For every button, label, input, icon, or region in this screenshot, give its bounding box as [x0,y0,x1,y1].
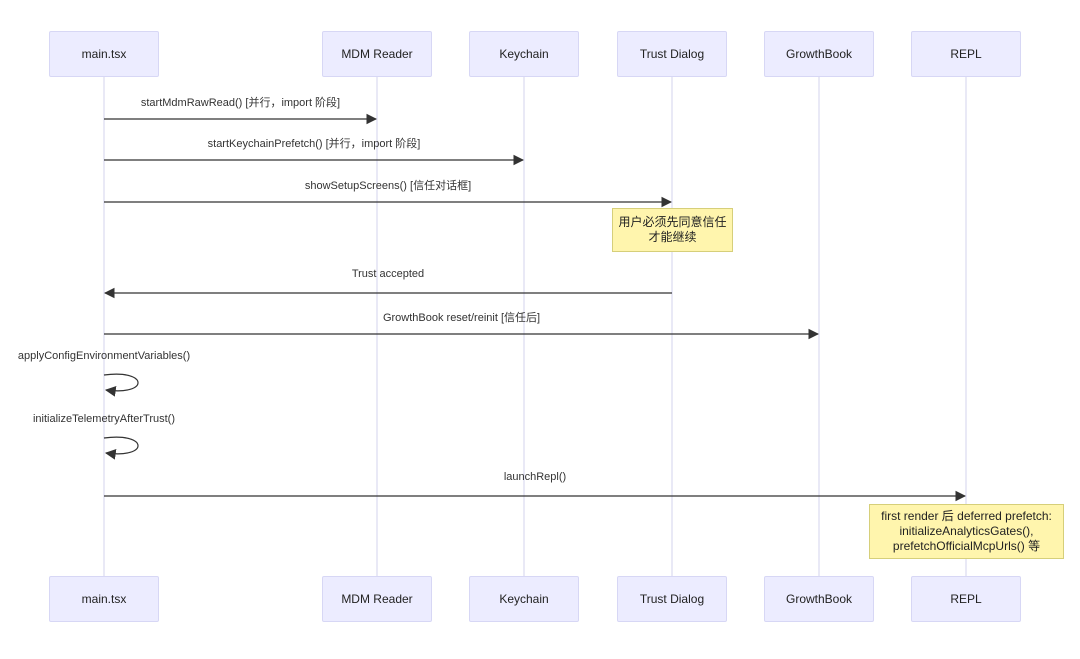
participant-mdm-bottom: MDM Reader [322,576,432,622]
note-over-repl: first render 后 deferred prefetch:initial… [869,504,1064,559]
participant-mdm-top: MDM Reader [322,31,432,77]
participant-label: Keychain [499,47,549,61]
message-label: Trust accepted [351,268,425,280]
participant-label: Trust Dialog [639,47,705,61]
participant-trust-bottom: Trust Dialog [617,576,727,622]
participant-label: MDM Reader [341,47,413,61]
participant-main-bottom: main.tsx [49,576,159,622]
participant-keychain-top: Keychain [469,31,579,77]
participant-label: REPL [950,592,982,606]
participant-label: GrowthBook [785,47,853,61]
message-label: showSetupScreens() [信任对话框] [304,180,472,192]
self-call-arrow [103,373,139,397]
participant-repl-top: REPL [911,31,1021,77]
participant-growthbook-top: GrowthBook [764,31,874,77]
message-label: startKeychainPrefetch() [并行，import 阶段] [207,138,421,150]
participant-repl-bottom: REPL [911,576,1021,622]
participant-keychain-bottom: Keychain [469,576,579,622]
participant-label: main.tsx [81,592,127,606]
participant-label: REPL [950,47,982,61]
note-line: initializeAnalyticsGates(), [899,524,1034,538]
message-label: launchRepl() [503,471,567,483]
note-line: 用户必须先同意信任 [618,215,727,229]
participant-label: main.tsx [81,47,127,61]
participant-label: Trust Dialog [639,592,705,606]
note-line: 才能继续 [648,230,697,244]
message-label: applyConfigEnvironmentVariables() [17,350,191,362]
message-label: startMdmRawRead() [并行，import 阶段] [140,97,341,109]
note-line: first render 后 deferred prefetch: [881,509,1052,523]
participant-label: GrowthBook [785,592,853,606]
participant-growthbook-bottom: GrowthBook [764,576,874,622]
self-call-arrow [103,436,139,460]
note-over-trust: 用户必须先同意信任才能继续 [612,208,733,252]
participant-label: Keychain [499,592,549,606]
participant-main-top: main.tsx [49,31,159,77]
message-label: initializeTelemetryAfterTrust() [32,413,176,425]
participant-trust-top: Trust Dialog [617,31,727,77]
note-line: prefetchOfficialMcpUrls() 等 [892,539,1041,553]
message-label: GrowthBook reset/reinit [信任后] [382,312,541,324]
participant-label: MDM Reader [341,592,413,606]
